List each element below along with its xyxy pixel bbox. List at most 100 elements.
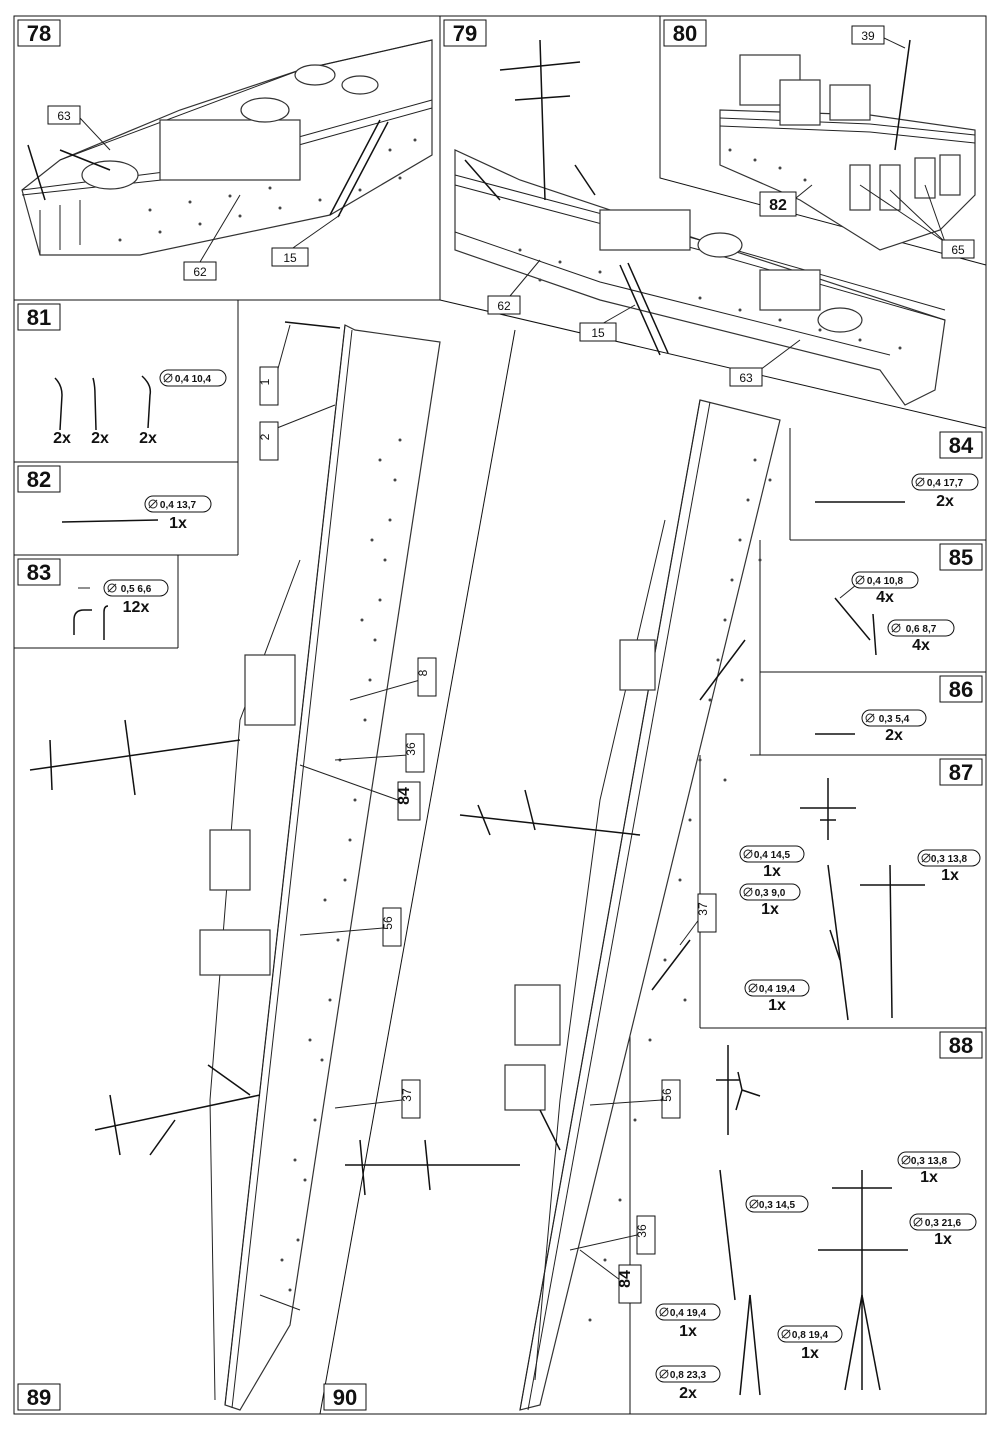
svg-text:79: 79: [453, 21, 477, 46]
spec-88b: 0,4 19,4: [655, 1303, 721, 1321]
callout-15-step79: 15: [579, 304, 636, 342]
svg-text:84: 84: [617, 1270, 634, 1288]
step-83-parts: [73, 587, 109, 640]
callout-56-step89: 56: [299, 907, 402, 947]
step-79-label: 79: [443, 19, 487, 47]
qty-85a: 4x: [876, 589, 894, 606]
svg-text:84: 84: [949, 433, 974, 458]
svg-text:0,5 6,6: 0,5 6,6: [121, 584, 152, 595]
svg-text:89: 89: [27, 1385, 51, 1410]
svg-text:62: 62: [497, 299, 511, 313]
callout-15-step78: 15: [271, 214, 341, 267]
callout-56-step90: 56: [589, 1079, 681, 1119]
svg-text:88: 88: [949, 1033, 973, 1058]
qty-81c: 2x: [139, 430, 157, 447]
svg-text:87: 87: [949, 760, 973, 785]
spec-87b: 0,3 9,0: [739, 883, 801, 901]
callout-37-step90: 37: [679, 893, 717, 946]
sheet-border: [13, 15, 987, 1415]
step-90-label: 90: [323, 1383, 367, 1411]
spec-82: 0,4 13,7: [144, 495, 212, 513]
svg-text:84: 84: [396, 787, 413, 805]
step-85-parts: [834, 597, 877, 656]
spec-87c: 0,4 19,4: [744, 979, 810, 997]
callout-39-step80: 39: [851, 25, 906, 49]
qty-88e: 1x: [920, 1169, 938, 1186]
spec-87a: 0,4 14,5: [739, 845, 805, 863]
step-87-label: 87: [939, 758, 983, 786]
svg-text:0,8 23,3: 0,8 23,3: [670, 1370, 707, 1381]
spec-83: 0,5 6,6: [103, 579, 169, 597]
svg-text:15: 15: [283, 251, 297, 265]
qty-87a: 1x: [763, 863, 781, 880]
spec-88a: 0,3 14,5: [745, 1195, 809, 1213]
spec-84: 0,4 17,7: [911, 473, 979, 491]
svg-text:36: 36: [404, 742, 418, 756]
svg-text:80: 80: [673, 21, 697, 46]
callout-37-step89: 37: [334, 1079, 421, 1119]
step-80-label: 80: [663, 19, 707, 47]
spec-88c: 0,8 23,3: [655, 1365, 721, 1383]
callout-84-step89: 84: [299, 764, 421, 821]
qty-88d: 1x: [801, 1345, 819, 1362]
callout-65-step80: 65: [859, 184, 975, 259]
spec-85b: 0,6 8,7: [887, 619, 955, 637]
svg-text:37: 37: [400, 1088, 414, 1102]
step-81-label: 81: [17, 303, 61, 331]
step-82-label: 82: [17, 465, 61, 493]
svg-text:0,4 17,7: 0,4 17,7: [927, 478, 964, 489]
svg-text:0,4 19,4: 0,4 19,4: [670, 1308, 707, 1319]
svg-text:36: 36: [635, 1224, 649, 1238]
svg-text:63: 63: [57, 109, 71, 123]
svg-text:85: 85: [949, 545, 973, 570]
diameter-icons: [107, 373, 931, 1379]
svg-text:0,4 10,4: 0,4 10,4: [175, 374, 212, 385]
svg-text:2: 2: [258, 433, 272, 440]
svg-text:0,4 13,7: 0,4 13,7: [160, 500, 197, 511]
svg-text:0,3 13,8: 0,3 13,8: [911, 1156, 948, 1167]
svg-text:37: 37: [696, 902, 710, 916]
svg-text:56: 56: [381, 916, 395, 930]
callout-84-step90: 84: [579, 1249, 642, 1304]
qty-81a: 2x: [53, 430, 71, 447]
svg-text:56: 56: [660, 1088, 674, 1102]
callout-63-step79: 63: [729, 339, 801, 387]
svg-text:0,4 19,4: 0,4 19,4: [759, 984, 796, 995]
qty-84: 2x: [936, 493, 954, 510]
step-82-part: [61, 519, 159, 523]
step-83-label: 83: [17, 558, 61, 586]
spec-85a: 0,4 10,8: [839, 571, 919, 599]
svg-text:8: 8: [416, 669, 430, 676]
svg-text:0,3 13,8: 0,3 13,8: [931, 854, 968, 865]
step-88-parts: [716, 1045, 908, 1396]
callout-36-step89: 36: [334, 733, 425, 773]
callout-62-step78: 62: [183, 194, 241, 281]
step-88-label: 88: [939, 1031, 983, 1059]
svg-text:63: 63: [739, 371, 753, 385]
svg-text:0,3 9,0: 0,3 9,0: [755, 888, 786, 899]
svg-text:86: 86: [949, 677, 973, 702]
svg-text:65: 65: [951, 243, 965, 257]
spec-88d: 0,8 19,4: [777, 1325, 843, 1343]
qty-88b: 1x: [679, 1323, 697, 1340]
step-78-label: 78: [17, 19, 61, 47]
svg-text:83: 83: [27, 560, 51, 585]
svg-text:0,8 19,4: 0,8 19,4: [792, 1330, 829, 1341]
svg-text:0,4 14,5: 0,4 14,5: [754, 850, 791, 861]
qty-87b: 1x: [761, 901, 779, 918]
svg-text:0,3 21,6: 0,3 21,6: [925, 1218, 962, 1229]
callout-2-step89: 2: [258, 404, 336, 461]
callout-8-step89: 8: [349, 657, 437, 701]
panel-dividers: [14, 16, 987, 1415]
svg-text:62: 62: [193, 265, 207, 279]
svg-text:0,6 8,7: 0,6 8,7: [906, 624, 937, 635]
step-85-label: 85: [939, 543, 983, 571]
step-87-parts: [800, 778, 925, 1021]
svg-text:78: 78: [27, 21, 51, 46]
svg-text:39: 39: [861, 29, 875, 43]
step-84-label: 84: [939, 431, 983, 459]
callout-62-step79: 62: [487, 259, 541, 315]
svg-text:15: 15: [591, 326, 605, 340]
qty-83: 12x: [123, 599, 150, 616]
